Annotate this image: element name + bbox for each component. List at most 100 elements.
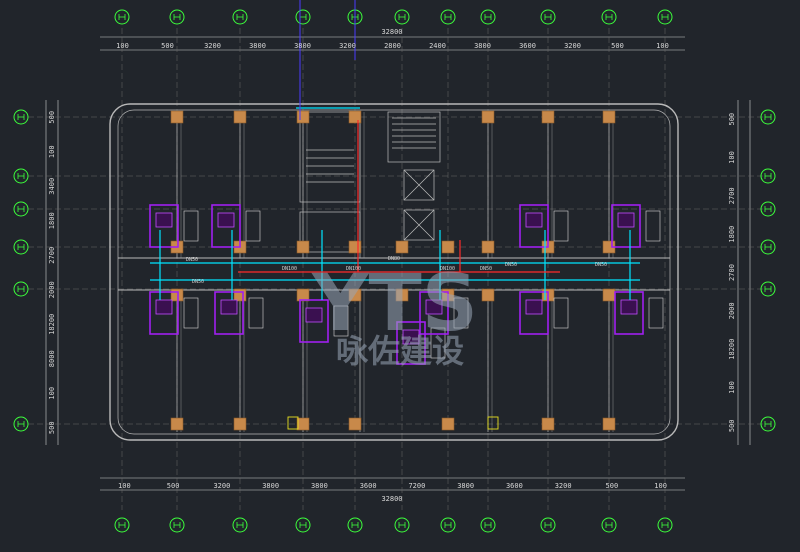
bathroom-fixture [611, 204, 661, 248]
bottom-dimension: 100 [654, 482, 667, 490]
left-dimension: 2000 [48, 281, 56, 298]
top-dimension: 100 [656, 42, 669, 50]
column [348, 288, 362, 302]
column [348, 417, 362, 431]
column [541, 417, 555, 431]
right-dimension: 2000 [728, 302, 736, 319]
top-dimension: 3200 [564, 42, 581, 50]
axis-bubble-bottom [295, 517, 311, 533]
top-dimension: 3800 [474, 42, 491, 50]
bottom-dimension: 3800 [262, 482, 279, 490]
top-dimension: 3200 [204, 42, 221, 50]
top-dimension: 2400 [429, 42, 446, 50]
left-dimension: 2700 [48, 247, 56, 264]
bottom-dimension: 500 [606, 482, 619, 490]
top-dimension: 3800 [249, 42, 266, 50]
axis-bubble-top [440, 9, 456, 25]
axis-bubble-bottom [480, 517, 496, 533]
pipe-label: DN50 [186, 257, 198, 263]
axis-bubbles [13, 9, 776, 533]
column [541, 110, 555, 124]
bathroom-fixture [519, 291, 569, 335]
left-dimension: 100 [48, 145, 56, 158]
column [296, 417, 310, 431]
right-dimension: 500 [728, 420, 736, 433]
column [233, 288, 247, 302]
column [170, 288, 184, 302]
right-dimension: 18200 [728, 339, 736, 360]
axis-bubble-bottom [394, 517, 410, 533]
column [602, 110, 616, 124]
bottom-dimension: 500 [167, 482, 180, 490]
bottom-dimension: 3200 [213, 482, 230, 490]
column [170, 417, 184, 431]
axis-bubble-left [13, 109, 29, 125]
watermark: YTS 咏佐建设 [311, 259, 478, 370]
column [348, 110, 362, 124]
column [441, 417, 455, 431]
axis-bubble-left [13, 168, 29, 184]
column [602, 417, 616, 431]
overall-dimension-top: 32800 [381, 28, 402, 36]
axis-bubble-right [760, 109, 776, 125]
pipe-label: DN100 [346, 266, 361, 272]
axis-bubble-top [657, 9, 673, 25]
axis-bubble-right [760, 281, 776, 297]
right-dimension: 500 [728, 113, 736, 126]
column [296, 240, 310, 254]
bottom-dimension: 7200 [408, 482, 425, 490]
axis-bubble-top [480, 9, 496, 25]
equipment-markers [287, 416, 499, 430]
axis-bubble-bottom [440, 517, 456, 533]
left-dimension: 8000 [48, 350, 56, 367]
bottom-dimension: 3600 [360, 482, 377, 490]
axis-bubble-top [114, 9, 130, 25]
top-dimension: 500 [161, 42, 174, 50]
axis-bubble-bottom [114, 517, 130, 533]
axis-bubble-left [13, 281, 29, 297]
pipe-label: DN100 [440, 266, 455, 272]
axis-bubble-top [169, 9, 185, 25]
column [481, 288, 495, 302]
axis-bubble-left [13, 416, 29, 432]
column [481, 110, 495, 124]
right-dimension: 2700 [728, 264, 736, 281]
left-dimension: 100 [48, 387, 56, 400]
left-dimension: 1800 [48, 212, 56, 229]
bottom-dimension: 3800 [311, 482, 328, 490]
column [481, 240, 495, 254]
column [395, 288, 409, 302]
riser-pipe [299, 0, 356, 120]
bathroom-fixture [149, 291, 199, 335]
bathroom-fixture [419, 291, 469, 335]
axis-bubble-bottom [347, 517, 363, 533]
watermark-logo: YTS [311, 259, 478, 349]
axis-bubble-top [601, 9, 617, 25]
overall-dimension-bottom: 32800 [381, 495, 402, 503]
bathroom-fixture [211, 204, 261, 248]
right-dimension: 100 [728, 381, 736, 394]
stair-core [299, 111, 441, 253]
axis-bubble-top [540, 9, 556, 25]
column [233, 110, 247, 124]
pipe-label: DN50 [480, 266, 492, 272]
top-dimension: 100 [116, 42, 129, 50]
bathroom-fixture [299, 299, 349, 343]
bottom-dimension: 3800 [457, 482, 474, 490]
axis-bubble-right [760, 168, 776, 184]
axis-bubble-right [760, 239, 776, 255]
right-dimension: 2700 [728, 187, 736, 204]
building-outline [109, 103, 679, 441]
column [348, 240, 362, 254]
axis-bubble-bottom [232, 517, 248, 533]
axis-bubble-left [13, 201, 29, 217]
top-dimension: 2800 [384, 42, 401, 50]
column [296, 288, 310, 302]
right-dimension: 100 [728, 151, 736, 164]
bathroom-fixture [214, 291, 264, 335]
